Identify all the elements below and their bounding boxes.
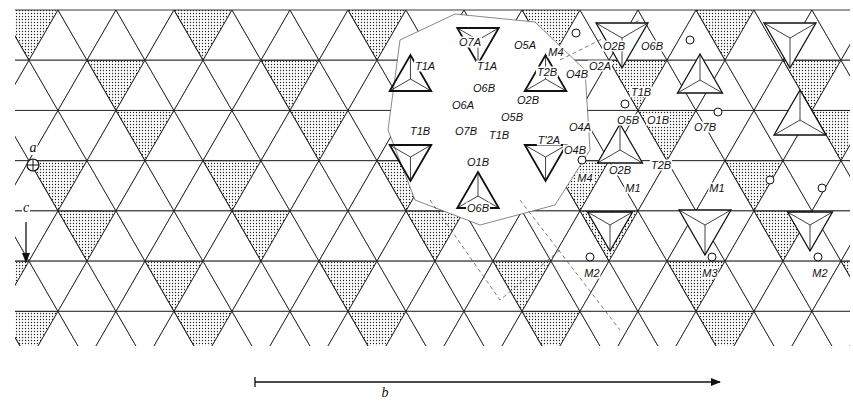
tetrahedra — [587, 23, 832, 255]
tetrahedron — [774, 90, 826, 135]
axis-label: b — [381, 386, 390, 400]
tetrahedron — [525, 145, 567, 181]
site-marker — [578, 156, 586, 164]
site-marker — [686, 36, 694, 44]
octahedron-face — [812, 161, 850, 211]
site-marker — [621, 100, 629, 108]
axis-label: c — [22, 201, 30, 215]
site-label: O5A — [513, 40, 537, 51]
site-label: O4B — [565, 69, 589, 80]
tetrahedron — [587, 212, 632, 251]
axis-symbol — [27, 159, 39, 171]
tetrahedron — [597, 124, 642, 163]
tetrahedron — [525, 55, 567, 91]
site-label: M4 — [576, 173, 593, 184]
tetrahedron-edge — [679, 210, 731, 255]
axes — [26, 159, 720, 387]
axis-arrow — [255, 381, 720, 382]
site-label: M4 — [547, 47, 564, 58]
axis-tick — [254, 377, 255, 387]
site-label: T1B — [488, 130, 510, 141]
tetrahedron — [764, 23, 816, 68]
site-label: O6B — [640, 41, 664, 52]
octahedron-face — [812, 60, 850, 110]
site-label: O6B — [472, 83, 496, 94]
site-label: O7B — [454, 126, 478, 137]
site-marker — [766, 176, 774, 184]
site-label: T1B — [409, 126, 431, 137]
octahedron-face — [841, 10, 850, 60]
site-label: O4A — [568, 122, 592, 133]
tetrahedron — [787, 212, 832, 251]
tetrahedron-edge — [774, 90, 826, 135]
site-marker — [714, 108, 722, 116]
axis-symbol — [27, 159, 39, 171]
site-label: M1 — [624, 183, 641, 194]
octahedron-face — [812, 10, 850, 60]
tetrahedron-edge — [597, 124, 642, 163]
site-label: O1B — [646, 115, 670, 126]
site-marker — [818, 184, 826, 192]
tetrahedron-edge — [390, 145, 432, 181]
octahedron-face — [841, 261, 850, 311]
site-label: O5B — [500, 112, 524, 123]
site-label: O2B — [516, 95, 540, 106]
site-label: T2B — [650, 160, 672, 171]
octahedral-layer — [15, 10, 850, 346]
site-marker — [572, 29, 580, 37]
cation-sites — [572, 29, 826, 261]
site-label: T1A — [414, 61, 436, 72]
site-label: O4B — [563, 145, 587, 156]
tetrahedron-edge — [525, 145, 567, 181]
site-marker — [814, 253, 822, 261]
site-label: O6A — [451, 100, 475, 111]
site-label: O5B — [616, 115, 640, 126]
site-label: O7B — [693, 122, 717, 133]
site-label: M3 — [701, 268, 718, 279]
site-label: M2 — [583, 268, 600, 279]
tetrahedron-edge — [525, 55, 567, 91]
octahedron-face — [841, 311, 850, 346]
octahedron-face — [841, 60, 850, 110]
tetrahedron-edge — [764, 23, 816, 68]
octahedron-face — [841, 211, 850, 261]
site-label: O2B — [608, 165, 632, 176]
site-label: O6B — [466, 203, 490, 214]
site-label: O7A — [458, 37, 482, 48]
site-label: O2A — [588, 61, 612, 72]
site-label: T1A — [476, 61, 498, 72]
site-marker — [586, 253, 594, 261]
site-label: T'2A — [537, 135, 561, 146]
site-marker — [708, 253, 716, 261]
tetrahedron — [390, 145, 432, 181]
octahedron-face — [841, 110, 850, 160]
tetrahedron-edge — [677, 54, 722, 93]
site-label: O1B — [466, 157, 490, 168]
octahedron-face — [812, 311, 850, 346]
tetrahedral-ring — [388, 14, 640, 330]
site-label: T1B — [630, 87, 652, 98]
site-label: M1 — [708, 183, 725, 194]
site-label: T2B — [536, 67, 558, 78]
octahedron-face — [841, 161, 850, 211]
channel-outline — [388, 14, 590, 225]
octahedron-face — [812, 261, 850, 311]
tetrahedron-edge — [457, 28, 499, 64]
tetrahedron-edge — [587, 212, 632, 251]
axis-arrow — [25, 222, 26, 262]
axis-label: a — [29, 141, 38, 155]
tetrahedron — [677, 54, 722, 93]
tetrahedron — [457, 28, 499, 64]
tetrahedron — [679, 210, 731, 255]
construction-line — [430, 200, 560, 300]
tetrahedron-edge — [787, 212, 832, 251]
site-label: M2 — [811, 268, 828, 279]
site-label: O2B — [602, 41, 626, 52]
